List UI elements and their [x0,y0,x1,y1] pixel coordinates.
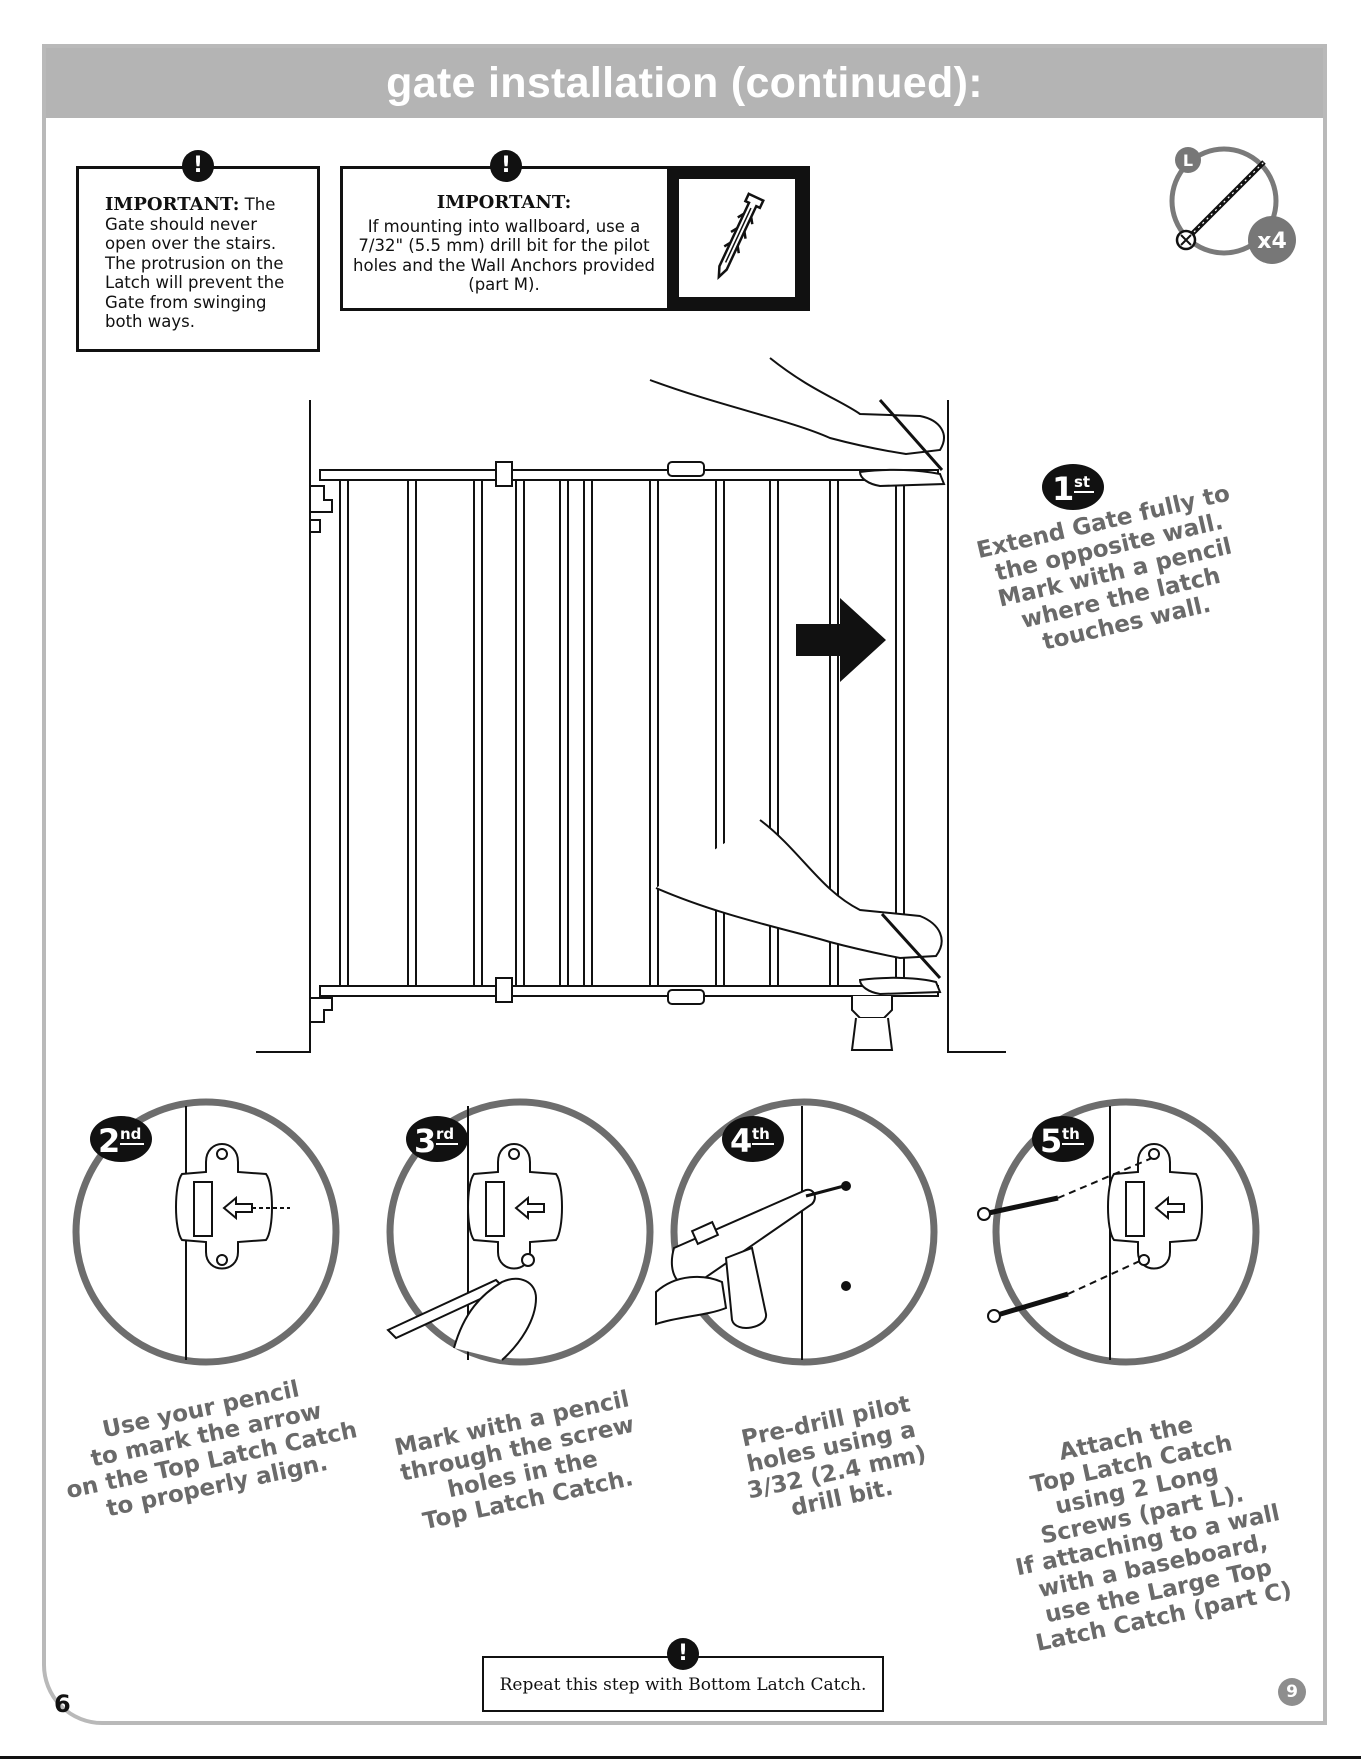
parts-badge: L x4 [1169,146,1296,264]
important-body: If mounting into wallboard, use a 7/32" … [353,216,655,295]
gate-illustration [256,357,1006,1053]
svg-text:5: 5 [1040,1122,1062,1160]
page-number: 6 [54,1690,71,1718]
svg-text:1: 1 [1052,470,1074,508]
bottom-rule [0,1756,1361,1759]
important-notice-stairs: IMPORTANT: The Gate should never open ov… [76,166,320,352]
page-frame [42,44,1327,1725]
svg-text:2: 2 [98,1122,120,1160]
quantity-label: x4 [1257,229,1287,254]
svg-text:th: th [1062,1125,1080,1143]
step-badge-3rd: 3 rd [406,1116,468,1162]
step-5-illustration [977,1098,1260,1366]
screw-icon [987,1259,1143,1323]
important-body: The Gate should never open over the stai… [105,195,285,331]
wall-anchor-icon [717,192,765,281]
drill-icon [655,1184,845,1329]
warning-icon: ! [667,1638,699,1670]
svg-text:rd: rd [436,1125,454,1143]
part-letter: L [1183,151,1193,170]
page-title: gate installation (continued): [386,59,983,107]
svg-text:th: th [752,1125,770,1143]
warning-icon: ! [182,150,214,182]
step-badge-5th: 5 th [1032,1116,1094,1162]
step-3-illustration [386,1098,654,1366]
screw-icon [1175,159,1267,251]
step-badge-4th: 4 th [722,1116,784,1162]
step-badge-1st: 1 st [1042,464,1104,510]
wall-anchor-panel [667,169,807,308]
important-heading: IMPORTANT: [105,194,240,215]
step-2-illustration [72,1098,340,1366]
svg-text:nd: nd [120,1125,141,1143]
section-number-badge: 9 [1278,1678,1306,1706]
arrow-right-icon [796,598,886,682]
svg-text:3: 3 [414,1122,436,1160]
warning-icon: ! [490,150,522,182]
step-badge-2nd: 2 nd [90,1116,152,1162]
important-notice-wallboard: IMPORTANT: If mounting into wallboard, u… [340,166,810,311]
step-4-illustration [655,1098,938,1366]
important-heading: IMPORTANT: [436,192,572,213]
svg-text:4: 4 [730,1122,752,1160]
header-bar: gate installation (continued): [42,44,1327,118]
screw-icon [977,1157,1153,1221]
important-text-block: IMPORTANT: If mounting into wallboard, u… [343,193,665,295]
svg-text:st: st [1074,473,1090,491]
